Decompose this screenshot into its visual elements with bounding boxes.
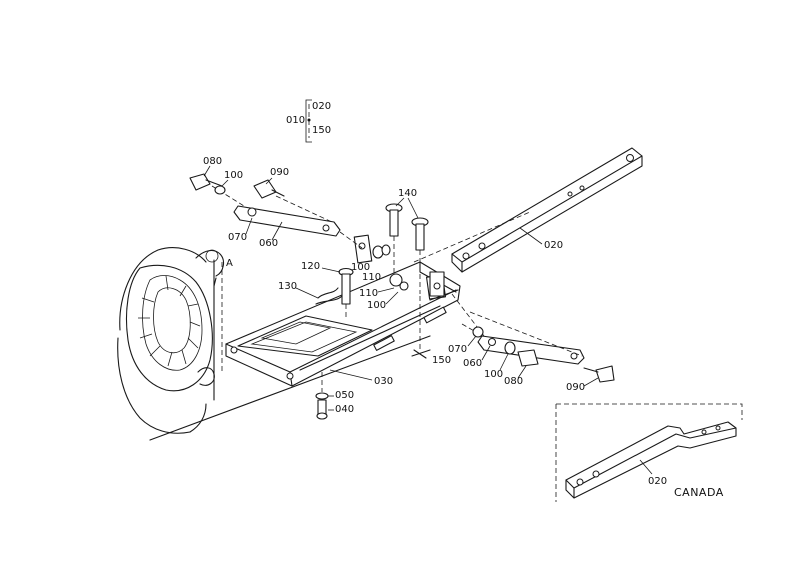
callout-110-upper: 110 — [362, 272, 381, 283]
callout-020-index: 020 — [312, 101, 331, 112]
callout-050: 050 — [335, 390, 354, 401]
callout-100-center: 100 — [351, 262, 370, 273]
callout-020-canada: 020 — [648, 476, 667, 487]
canada-variant-inset — [555, 403, 743, 502]
callout-120: 120 — [301, 261, 320, 272]
drawbar-frame-030 — [225, 234, 461, 387]
bolt-090-right — [583, 365, 615, 383]
callout-100-right: 100 — [484, 369, 503, 380]
callout-080-left: 080 — [203, 156, 222, 167]
callout-150-index: 150 — [312, 125, 331, 136]
callout-020-bar: 020 — [544, 240, 563, 251]
stay-060-left — [211, 185, 363, 249]
bolt-080-right — [517, 349, 539, 367]
callout-090-left: 090 — [270, 167, 289, 178]
callout-070-right: 070 — [448, 344, 467, 355]
callout-100-lower: 100 — [367, 300, 386, 311]
callout-110-lower: 110 — [359, 288, 378, 299]
pin-140-pair — [385, 203, 429, 294]
callout-130: 130 — [278, 281, 297, 292]
pin-120 — [338, 267, 354, 318]
canada-caption: CANADA — [674, 486, 724, 499]
washer-100-right — [504, 341, 516, 355]
dashline-bar — [413, 211, 531, 263]
drawbar-020 — [451, 147, 643, 273]
callout-010: 010 — [286, 115, 305, 126]
bolt-090-left — [253, 179, 285, 199]
split-pin-150 — [411, 296, 431, 359]
callout-100-left: 100 — [224, 170, 243, 181]
leader-030 — [329, 369, 373, 381]
callout-090-right: 090 — [566, 382, 585, 393]
callout-080-right: 080 — [504, 376, 523, 387]
callout-060-left: 060 — [259, 238, 278, 249]
index-brace — [305, 99, 312, 143]
washer-070-right — [472, 326, 484, 338]
callout-070-left: 070 — [228, 232, 247, 243]
callout-150-right: 150 — [432, 355, 451, 366]
callout-030: 030 — [374, 376, 393, 387]
bolt-040-bottom — [315, 372, 329, 420]
leader-020-bar — [519, 227, 543, 245]
washer-nut-110-upper — [372, 244, 391, 259]
clip-130 — [315, 287, 343, 305]
callout-040: 040 — [335, 404, 354, 415]
washer-nut-110-lower — [389, 273, 409, 291]
callout-140: 140 — [398, 188, 417, 199]
callout-060-right: 060 — [463, 358, 482, 369]
bolt-080-left — [189, 173, 226, 195]
tractor-wheel-housing — [117, 247, 431, 441]
callout-A-left: A — [226, 258, 233, 269]
